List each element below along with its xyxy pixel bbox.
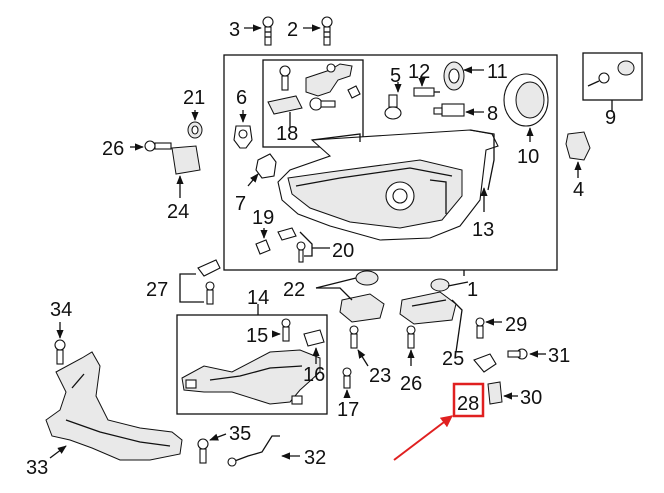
bulb-part-5: [384, 94, 402, 120]
screw-part-26-bottom: [406, 325, 416, 349]
headlamp-assembly: [277, 129, 499, 241]
callout-12: 12: [408, 61, 430, 83]
part-9-box: [582, 52, 643, 101]
connector-part-8: [433, 103, 465, 117]
screw-part-9: [587, 60, 635, 87]
headlamp-assembly-box: [223, 54, 558, 271]
callout-14: 14: [247, 287, 269, 309]
module-part-25: [399, 278, 457, 325]
highlight-arrow: [393, 415, 453, 461]
callout-19: 19: [252, 207, 274, 229]
cover-part-10: [503, 73, 549, 127]
callout-25: 25: [442, 348, 464, 370]
highlight-box-part-28: [452, 382, 485, 418]
callout-34: 34: [50, 299, 72, 321]
screw-part-15: [281, 318, 291, 342]
callout-23: 23: [369, 365, 391, 387]
callout-26-top: 26: [102, 138, 124, 160]
bracket-part-24: [171, 145, 201, 175]
callout-35: 35: [229, 423, 251, 445]
callout-26-bottom: 26: [400, 373, 422, 395]
clip-part-19: [255, 239, 271, 255]
bracket-detail-box: [262, 59, 364, 148]
callout-32: 32: [304, 447, 326, 469]
screw-part-35: [197, 438, 209, 464]
callout-21: 21: [183, 87, 205, 109]
part-14-box: [176, 314, 328, 415]
clip-part-16: [303, 329, 325, 347]
socket-part-7: [255, 153, 277, 179]
clip-part-30: [487, 381, 503, 405]
callout-27: 27: [146, 279, 168, 301]
callout-16: 16: [303, 364, 325, 386]
screw-part-2: [321, 16, 333, 46]
screw-part-17: [342, 367, 352, 389]
callout-31: 31: [548, 345, 570, 367]
fasteners-part-27: [197, 259, 221, 305]
callout-22: 22: [283, 279, 305, 301]
callout-7: 7: [235, 193, 246, 215]
bracket-part-33: [45, 351, 183, 461]
callout-10: 10: [517, 146, 539, 168]
callout-20: 20: [332, 240, 354, 262]
callout-15: 15: [246, 325, 268, 347]
callout-13: 13: [472, 219, 494, 241]
cap-part-11: [443, 61, 465, 91]
bracket-detail-parts: [267, 63, 361, 115]
callout-18: 18: [276, 123, 298, 145]
callout-3: 3: [229, 19, 240, 41]
screw-part-23: [349, 325, 359, 349]
callout-24: 24: [167, 201, 189, 223]
callout-4: 4: [573, 179, 584, 201]
bracket-part-14: [181, 349, 321, 405]
adjuster-part-12: [413, 87, 440, 97]
callout-29: 29: [505, 314, 527, 336]
callout-8: 8: [487, 103, 498, 125]
callout-1: 1: [467, 279, 478, 301]
hose-part-32: [231, 435, 280, 463]
screw-part-29: [475, 317, 485, 339]
callout-labels: 3 2 21 26 24 6 18 7 19 20 5 12 11 8 10 1…: [26, 19, 616, 479]
screw-part-31: [507, 348, 528, 360]
callout-33: 33: [26, 457, 48, 479]
bulb-part-6: [233, 125, 253, 149]
clip-part-28: [473, 353, 497, 373]
screw-part-26-top: [144, 140, 172, 152]
clip-part-4: [565, 131, 591, 161]
screw-part-3: [262, 16, 274, 46]
screw-part-34: [54, 339, 66, 365]
callout-5: 5: [390, 65, 401, 87]
grommet-part-21: [187, 121, 203, 139]
callout-30: 30: [520, 387, 542, 409]
callout-2: 2: [287, 19, 298, 41]
ballast-part-22: [339, 270, 385, 323]
callout-28: 28: [457, 393, 479, 415]
callout-6: 6: [236, 87, 247, 109]
screws-part-20: [277, 227, 306, 263]
callout-17: 17: [337, 399, 359, 421]
callout-9: 9: [605, 107, 616, 129]
callout-11: 11: [487, 61, 508, 83]
